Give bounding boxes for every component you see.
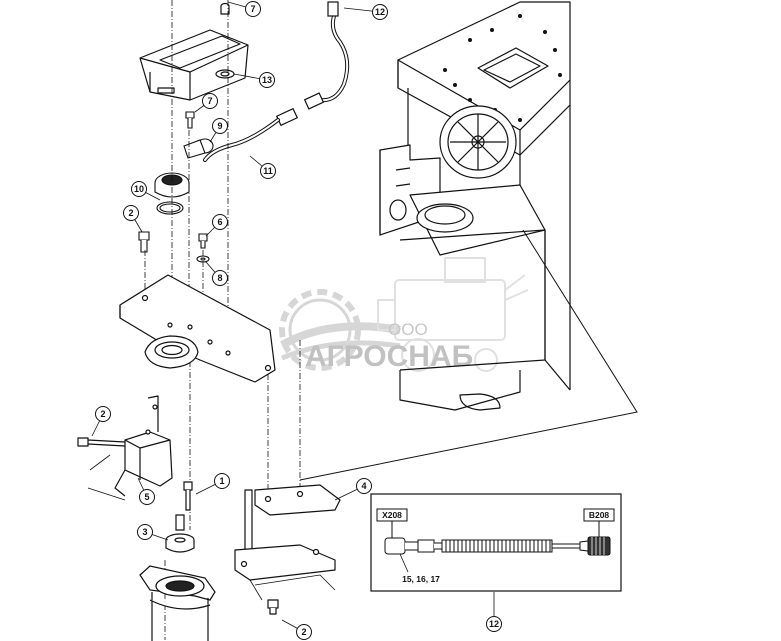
gear-logo-icon [279,289,401,371]
watermark-name: АГРОСНАБ [305,340,473,373]
callout-bubble [259,72,275,88]
callout-bubble [212,270,228,286]
callout-2: 2 [123,205,143,233]
callout-2: 2 [91,406,111,437]
swivel-housing-assembly [379,1,571,411]
port-spokes [450,114,506,170]
callout-number: 4 [361,481,366,491]
callout-7: 7 [227,1,261,17]
parts-15-16-17-label: 15, 16, 17 [402,574,440,584]
callout-number: 2 [128,208,133,218]
callout-bubble [212,118,228,134]
callout-number: 3 [142,527,147,537]
callout-bubble [260,163,276,179]
callout-bubble [123,205,139,221]
bracket-4 [234,484,341,615]
callout-layer: 7 12 13 7 9 11 10 2 6 8 2 1 5 4 3 2 12 [91,1,502,640]
callout-bubble [486,616,502,632]
callout-number: 2 [100,409,105,419]
callout-bubble [139,489,155,505]
callout-12: 12 [343,4,388,20]
callout-6: 6 [205,214,228,237]
callout-number: 12 [489,619,499,629]
callout-3: 3 [137,524,169,541]
bracket-5 [77,395,173,501]
callout-2: 2 [281,619,312,640]
callout-bubble [356,478,372,494]
callout-1: 1 [195,473,230,495]
connector-b208-label: B208 [589,510,610,520]
top-plate-bolts [443,14,562,122]
callout-number: 11 [263,166,273,176]
callout-bubble [372,4,388,20]
callout-bubble [137,524,153,540]
callout-number: 2 [301,627,306,637]
combine-harvester-icon [377,257,529,372]
callout-bubble [296,624,312,640]
cable-harness [203,1,350,162]
callout-bubble [245,1,261,17]
mounting-plate [119,274,276,383]
callout-9: 9 [209,118,228,143]
callout-number: 9 [217,121,222,131]
lower-shaft-assembly [139,481,216,641]
cable-detail-frame: X208 B208 15, 16, 17 [370,493,622,592]
corrugated-sleeve [441,539,553,553]
callout-bubble [95,406,111,422]
cable-12-drawing [384,536,611,556]
agrosnab-watermark: ООО АГРОСНАБ [279,257,529,373]
callout-number: 12 [375,7,385,17]
connector-x208-label: X208 [382,510,402,520]
callout-number: 6 [217,217,222,227]
housing-detail-leader [299,229,638,481]
callout-number: 13 [262,75,272,85]
callout-number: 7 [250,4,255,14]
small-fasteners [138,111,214,263]
callout-bubble [131,181,147,197]
callout-bubble [214,473,230,489]
callout-number: 5 [144,492,149,502]
callout-number: 1 [219,476,224,486]
control-unit [139,2,249,101]
callout-12: 12 [486,592,502,632]
callout-4: 4 [334,478,372,501]
callout-number: 7 [207,96,212,106]
callout-10: 10 [131,181,161,201]
callout-13: 13 [233,72,275,88]
callout-number: 10 [134,184,144,194]
callout-7: 7 [194,93,218,113]
watermark-prefix: ООО [388,320,428,339]
callout-5: 5 [137,477,155,505]
callout-bubble [202,93,218,109]
callout-number: 8 [217,273,222,283]
callout-8: 8 [205,261,228,286]
callout-11: 11 [249,155,276,179]
callout-bubble [212,214,228,230]
